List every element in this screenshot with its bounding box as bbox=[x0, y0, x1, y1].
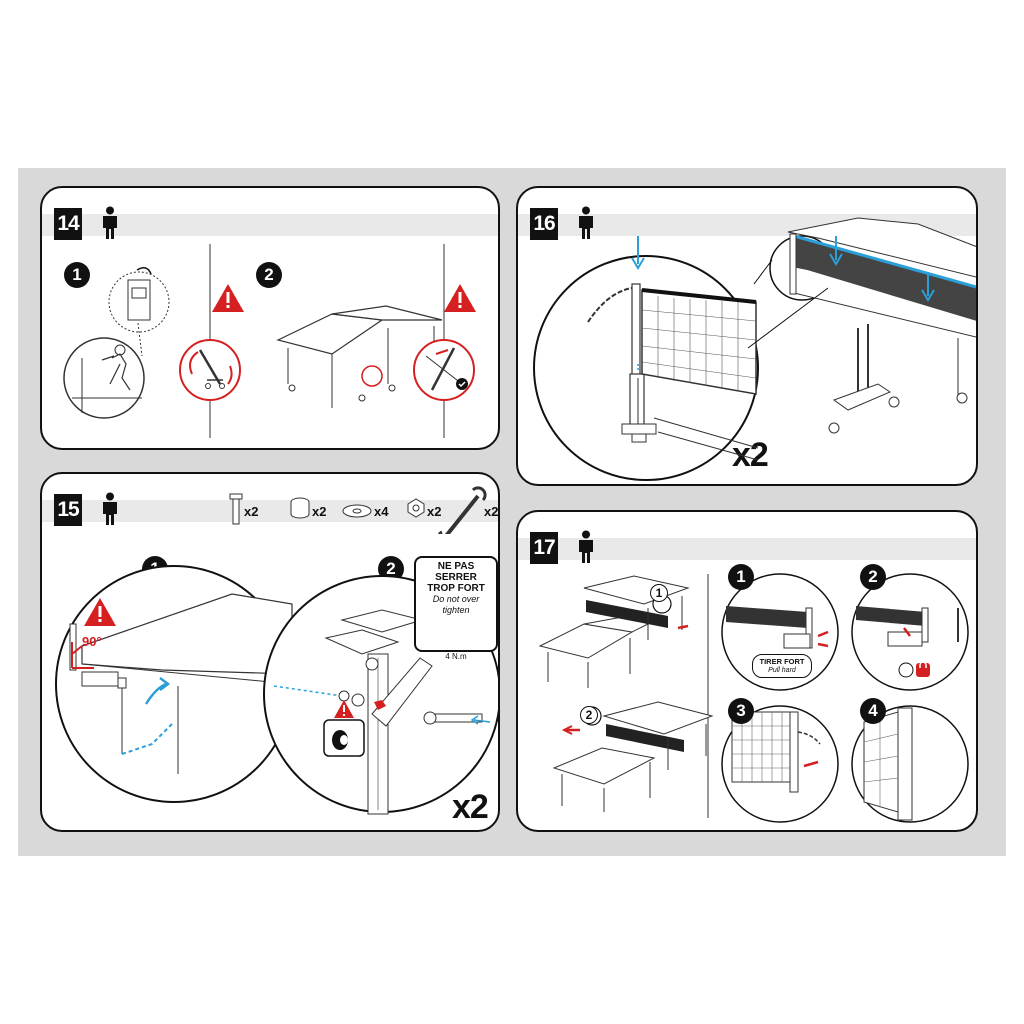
down-arrow-icon bbox=[829, 236, 843, 266]
tilt-warning-circle bbox=[179, 339, 241, 401]
table-pair-top bbox=[538, 575, 690, 688]
hinge-bolt-assembly bbox=[273, 609, 491, 815]
washer-icon bbox=[342, 504, 372, 518]
callout-1: 1 bbox=[650, 584, 668, 602]
table-folded-open bbox=[276, 305, 443, 408]
table-corner-fold bbox=[69, 593, 293, 774]
spacer-icon bbox=[290, 497, 310, 519]
one-person-icon bbox=[103, 206, 117, 239]
pull-hard-notice: TIRER FORT Pull hard bbox=[752, 654, 812, 678]
bolt-icon bbox=[229, 493, 243, 525]
repeat-multiplier: x2 bbox=[452, 788, 489, 826]
callout-2: 2 bbox=[580, 706, 598, 724]
step-17-panel: 17 bbox=[516, 510, 978, 832]
one-person-icon bbox=[579, 530, 593, 563]
one-person-icon bbox=[579, 206, 593, 239]
step-14-panel: 14 1 2 bbox=[40, 186, 500, 450]
step-number: 17 bbox=[530, 532, 558, 564]
zoom-circle-person bbox=[63, 267, 170, 419]
down-arrow-icon bbox=[921, 272, 935, 302]
sub-step-3-badge: 3 bbox=[728, 698, 754, 724]
zoom-1-net-clamp bbox=[726, 606, 829, 649]
step-number: 16 bbox=[530, 208, 558, 240]
sub-step-1-badge: 1 bbox=[64, 262, 90, 288]
one-person-icon bbox=[103, 492, 117, 525]
warning-line-1: NE PAS SERRER bbox=[435, 561, 477, 583]
warning-triangle-icon bbox=[84, 598, 116, 626]
instruction-sheet: 14 1 2 bbox=[18, 168, 1006, 856]
torque-value: 4 N.m bbox=[445, 652, 467, 661]
spacer-qty: x2 bbox=[312, 504, 327, 519]
table-pair-bottom bbox=[552, 701, 714, 812]
sub-step-4-badge: 4 bbox=[860, 698, 886, 724]
step-header-band bbox=[518, 538, 976, 560]
step-number: 14 bbox=[54, 208, 82, 240]
sub-step-2-badge: 2 bbox=[860, 564, 886, 590]
sub-step-2-badge: 2 bbox=[256, 262, 282, 288]
zoom-2-net-clamp bbox=[856, 606, 959, 678]
sub-step-1-badge: 1 bbox=[728, 564, 754, 590]
lock-check-circle bbox=[413, 339, 475, 401]
angle-label: 90° bbox=[82, 634, 102, 649]
step-16-illustration bbox=[533, 217, 976, 481]
step-number: 15 bbox=[54, 494, 82, 526]
step-14-illustration bbox=[63, 244, 476, 438]
washer-qty: x4 bbox=[374, 504, 389, 519]
step-15-panel: 15 x2 x2 x4 x2 x2 1 2 bbox=[40, 472, 500, 832]
nut-icon bbox=[407, 498, 425, 518]
do-not-overtighten-notice: NE PAS SERRER TROP FORT Do not over tigh… bbox=[414, 556, 498, 661]
net-post-closeup bbox=[587, 283, 759, 461]
zoom-4-net-post bbox=[863, 707, 913, 821]
warning-line-2: TROP FORT bbox=[427, 583, 485, 594]
step-16-panel: 16 x2 bbox=[516, 186, 978, 486]
parts-list bbox=[229, 486, 487, 534]
step-header-band bbox=[42, 500, 498, 522]
pull-line-2: Pull hard bbox=[768, 667, 796, 674]
warning-line-3: Do not over tighten bbox=[432, 594, 480, 615]
wrench-qty: x2 bbox=[484, 504, 499, 519]
step-header-band bbox=[42, 214, 498, 236]
bolt-qty: x2 bbox=[244, 504, 259, 519]
warning-triangle-icon bbox=[212, 284, 244, 312]
wrench-icon bbox=[438, 486, 487, 534]
nut-qty: x2 bbox=[427, 504, 442, 519]
warning-triangle-icon bbox=[334, 700, 354, 718]
down-arrow-icon bbox=[631, 236, 645, 372]
pull-line-1: TIRER FORT bbox=[759, 657, 805, 666]
warning-triangle-icon bbox=[444, 284, 476, 312]
step-17-illustration bbox=[538, 573, 969, 823]
net-on-table bbox=[787, 217, 976, 434]
